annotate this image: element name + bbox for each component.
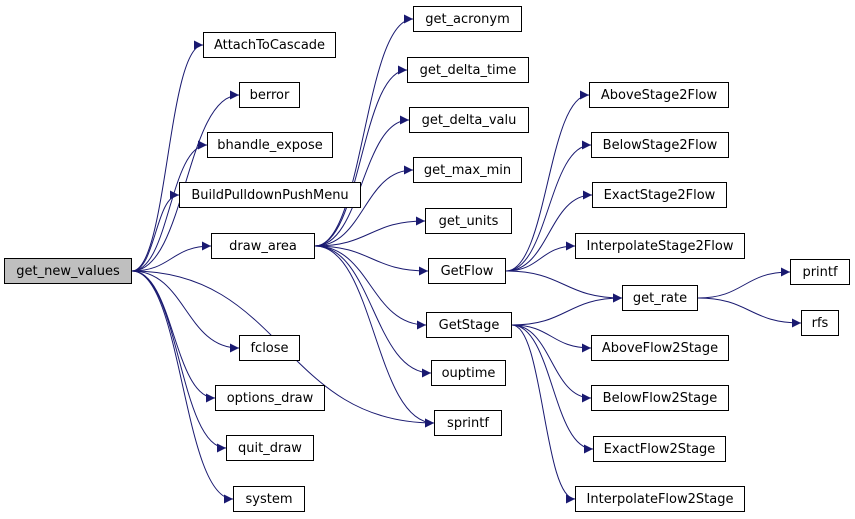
node-quit-draw[interactable]: quit_draw [226,435,314,461]
edge-draw-area-to-get-units [314,216,426,247]
edge-draw-area-to-get-stage [314,245,427,330]
node-above-stage2-flow[interactable]: AboveStage2Flow [589,82,729,108]
edge-draw-area-to-get-acronym [314,14,414,247]
node-get-acronym[interactable]: get_acronym [413,6,522,32]
edge-get-stage-to-exact-flow2-stage [511,324,594,454]
edge-get-flow-to-above-stage2-flow [505,90,590,272]
node-ouptime[interactable]: ouptime [431,360,506,386]
edge-draw-area-to-ouptime [314,245,432,378]
node-fclose[interactable]: fclose [239,335,300,361]
edge-get-flow-to-below-stage2-flow [505,140,592,272]
edge-get-flow-to-get-rate [505,270,623,303]
node-get-rate[interactable]: get_rate [622,285,698,311]
node-interpolate-stage2-flow[interactable]: InterpolateStage2Flow [575,233,745,259]
node-bhandle-expose[interactable]: bhandle_expose [207,132,333,158]
edge-get-rate-to-rfs [697,297,802,328]
edge-draw-area-to-get-delta-time [314,65,408,247]
edge-get-new-values-to-fclose [131,270,240,353]
edge-get-stage-to-get-rate [511,293,623,326]
node-rfs[interactable]: rfs [801,310,839,336]
edge-get-new-values-to-bhandle-expose [131,140,208,272]
edge-get-rate-to-printf [697,267,791,299]
node-build-pulldown-push-menu[interactable]: BuildPulldownPushMenu [179,182,361,208]
edge-get-new-values-to-build-pulldown-push-menu [131,190,180,272]
node-draw-area[interactable]: draw_area [211,233,315,259]
edge-get-new-values-to-draw-area [131,241,212,272]
node-above-flow2-stage[interactable]: AboveFlow2Stage [591,335,729,361]
node-get-delta-time[interactable]: get_delta_time [407,57,529,83]
node-below-stage2-flow[interactable]: BelowStage2Flow [591,132,729,158]
node-exact-stage2-flow[interactable]: ExactStage2Flow [592,182,727,208]
edge-draw-area-to-get-max-min [314,165,414,247]
node-interpolate-flow2-stage[interactable]: InterpolateFlow2Stage [575,486,745,512]
node-get-flow[interactable]: GetFlow [428,258,506,284]
node-berror[interactable]: berror [239,82,300,108]
edge-get-stage-to-above-flow2-stage [511,324,592,353]
node-options-draw[interactable]: options_draw [215,385,325,411]
node-exact-flow2-stage[interactable]: ExactFlow2Stage [593,436,726,462]
node-get-delta-valu[interactable]: get_delta_valu [409,107,529,133]
node-printf[interactable]: printf [790,259,850,285]
edge-get-stage-to-below-flow2-stage [511,324,592,403]
node-system[interactable]: system [233,486,305,512]
node-get-max-min[interactable]: get_max_min [413,157,522,183]
edge-get-new-values-to-attach-to-cascade [131,40,204,272]
edge-get-flow-to-exact-stage2-flow [505,190,593,272]
node-get-stage[interactable]: GetStage [426,312,512,338]
edge-get-new-values-to-system [131,270,234,504]
node-get-new-values: get_new_values [4,258,132,284]
node-sprintf[interactable]: sprintf [434,410,502,436]
edge-draw-area-to-get-delta-valu [314,115,410,247]
node-get-units[interactable]: get_units [425,208,512,234]
edge-get-stage-to-interpolate-flow2-stage [511,324,576,504]
node-below-flow2-stage[interactable]: BelowFlow2Stage [591,385,729,411]
node-attach-to-cascade[interactable]: AttachToCascade [203,32,336,58]
edge-draw-area-to-get-flow [314,245,429,276]
edge-get-flow-to-interpolate-stage2-flow [505,241,576,272]
edge-draw-area-to-sprintf [314,245,435,428]
